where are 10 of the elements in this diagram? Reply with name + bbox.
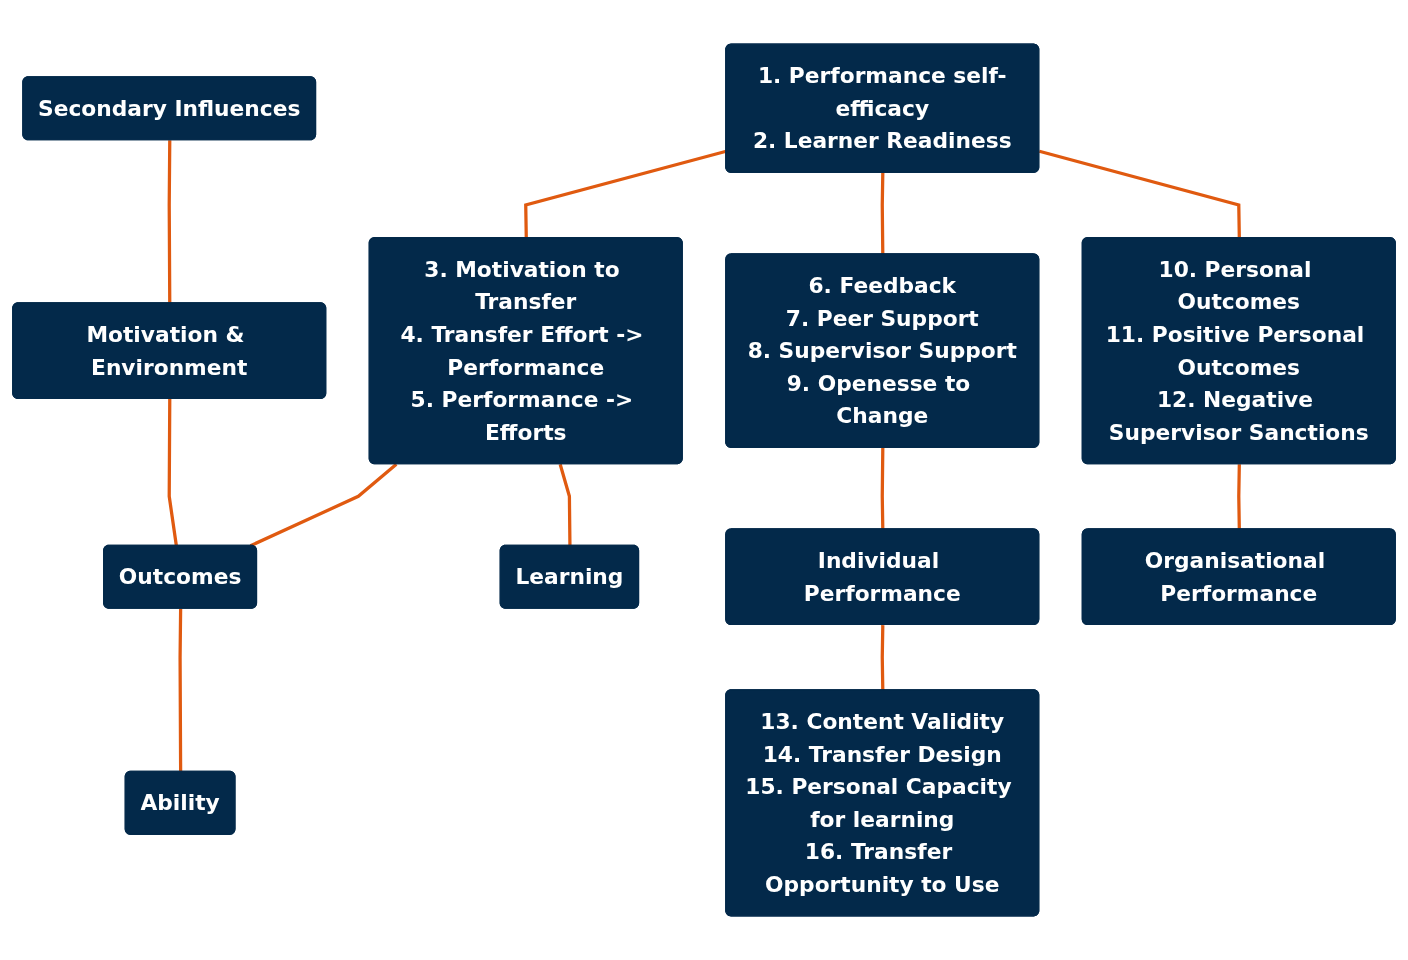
connector xyxy=(178,608,183,772)
connector xyxy=(880,625,885,691)
connector xyxy=(880,172,885,255)
connector xyxy=(1237,464,1241,530)
connector xyxy=(1038,149,1241,239)
connector xyxy=(249,463,398,548)
connector xyxy=(167,140,172,304)
connector xyxy=(167,399,178,546)
connector xyxy=(558,463,572,546)
connector xyxy=(880,447,885,530)
